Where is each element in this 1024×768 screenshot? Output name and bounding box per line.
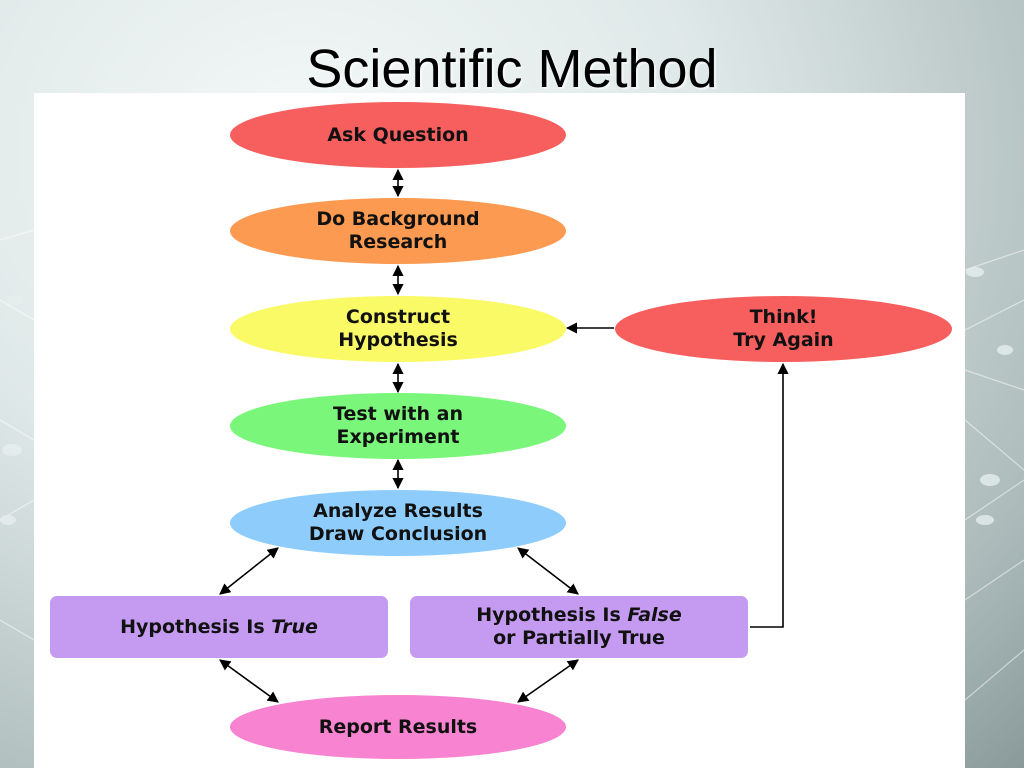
node-hypothesis-true-prefix: Hypothesis Is (120, 615, 272, 638)
node-ask-question-text: Ask Question (327, 123, 469, 146)
arrow-false-report (517, 659, 579, 703)
slide-title: Scientific Method (306, 39, 718, 99)
node-analyze-results: Analyze Results Draw Conclusion (230, 490, 566, 556)
node-background-research-line2: Research (348, 231, 448, 253)
node-test-experiment-line2: Experiment (336, 426, 460, 448)
node-think-line1: Think! (749, 306, 818, 328)
node-ask-question: Ask Question (230, 102, 566, 168)
node-construct-hypothesis: Construct Hypothesis (230, 296, 566, 362)
node-hypothesis-false-line1: Hypothesis Is False (476, 604, 682, 627)
node-hypothesis-true-emph: True (271, 615, 318, 638)
node-hypothesis-false-prefix: Hypothesis Is (476, 604, 628, 626)
node-hypothesis-true: Hypothesis Is True (50, 596, 388, 658)
node-think-line2: Try Again (733, 329, 834, 351)
node-test-experiment: Test with an Experiment (230, 393, 566, 459)
node-construct-hypothesis-line2: Hypothesis (338, 329, 458, 351)
node-hypothesis-false-emph: False (627, 604, 682, 626)
node-analyze-line1: Analyze Results (313, 500, 483, 522)
node-report-results: Report Results (230, 695, 566, 759)
node-construct-hypothesis-line1: Construct (345, 306, 451, 328)
arrow-true-report (219, 659, 279, 703)
node-hypothesis-false: Hypothesis Is False or Partially True (410, 596, 748, 658)
arrow-analyze-true (219, 547, 279, 595)
node-think-try-again: Think! Try Again (615, 296, 952, 362)
node-report-results-text: Report Results (318, 715, 478, 738)
node-background-research-line1: Do Background (316, 208, 480, 230)
node-background-research: Do Background Research (230, 198, 566, 264)
node-analyze-line2: Draw Conclusion (308, 523, 488, 545)
node-hypothesis-true-text: Hypothesis Is True (120, 616, 318, 639)
arrow-false-think (750, 362, 789, 628)
arrow-analyze-false (517, 547, 579, 595)
node-hypothesis-false-line2: or Partially True (493, 627, 665, 649)
node-test-experiment-line1: Test with an (333, 403, 463, 425)
